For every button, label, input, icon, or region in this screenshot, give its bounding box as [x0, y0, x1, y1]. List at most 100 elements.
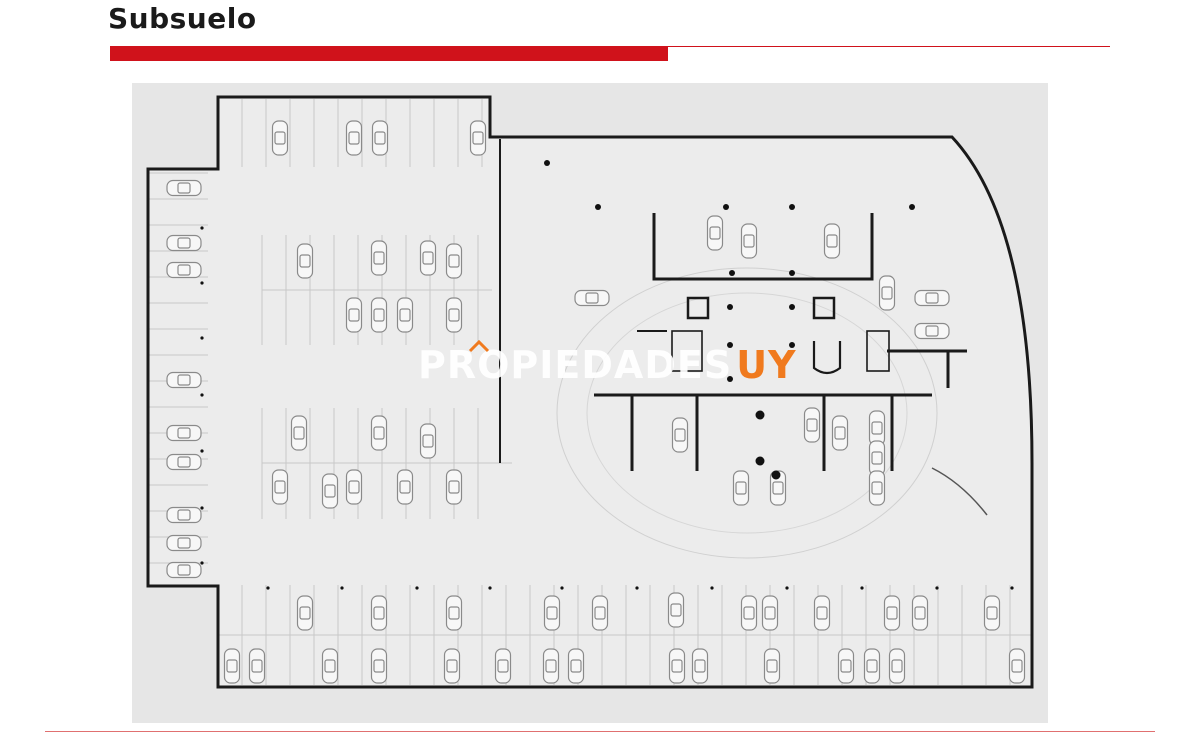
column: [710, 586, 714, 590]
column: [727, 342, 733, 348]
parked-car: [166, 424, 202, 442]
parked-car: [740, 223, 758, 259]
column: [727, 304, 733, 310]
title-underline-thin: [668, 46, 1110, 47]
ramp-outline-inner: [586, 292, 908, 534]
parked-car: [166, 561, 202, 579]
column: [200, 226, 204, 230]
parked-car: [271, 469, 289, 505]
parked-car: [290, 415, 308, 451]
column: [771, 470, 781, 480]
parked-car: [296, 243, 314, 279]
column: [560, 586, 564, 590]
page-title: Subsuelo: [108, 2, 257, 35]
column: [544, 160, 550, 166]
parked-car: [248, 648, 266, 684]
parked-car: [667, 592, 685, 628]
parked-car: [914, 322, 950, 340]
parked-car: [445, 595, 463, 631]
ramp-outline: [556, 267, 938, 559]
parked-car: [911, 595, 929, 631]
parked-car: [803, 407, 821, 443]
parked-car: [837, 648, 855, 684]
column: [488, 586, 492, 590]
column: [200, 393, 204, 397]
parked-car: [396, 297, 414, 333]
parked-car: [296, 595, 314, 631]
column: [200, 561, 204, 565]
parked-car: [419, 423, 437, 459]
structural-columns: [200, 160, 1014, 590]
parked-car: [763, 648, 781, 684]
parked-car: [574, 289, 610, 307]
parked-car: [543, 595, 561, 631]
parked-car: [740, 595, 758, 631]
parked-car: [321, 648, 339, 684]
parked-car: [761, 595, 779, 631]
column: [789, 342, 795, 348]
exterior-wall: [146, 95, 1034, 689]
parked-car: [878, 275, 896, 311]
parked-car: [321, 473, 339, 509]
parked-car: [831, 415, 849, 451]
title-underline-thick: [110, 46, 668, 61]
parked-car: [983, 595, 1001, 631]
parked-car: [868, 410, 886, 446]
parked-car: [567, 648, 585, 684]
column: [860, 586, 864, 590]
parked-car: [888, 648, 906, 684]
parked-car: [345, 120, 363, 156]
column: [789, 204, 795, 210]
parked-car: [732, 470, 750, 506]
column: [755, 456, 765, 466]
parked-car: [166, 534, 202, 552]
parked-car: [671, 417, 689, 453]
column: [200, 506, 204, 510]
column: [635, 586, 639, 590]
parked-car: [445, 297, 463, 333]
parked-car: [469, 120, 487, 156]
parked-car: [494, 648, 512, 684]
parked-car: [769, 470, 787, 506]
parked-car: [445, 469, 463, 505]
parked-car: [883, 595, 901, 631]
parked-car: [691, 648, 709, 684]
parked-car: [396, 469, 414, 505]
parked-car: [813, 595, 831, 631]
core-walls: [594, 213, 967, 471]
column: [755, 410, 765, 420]
parked-car: [370, 240, 388, 276]
column: [200, 281, 204, 285]
column: [785, 586, 789, 590]
parked-car: [371, 120, 389, 156]
parked-car: [166, 453, 202, 471]
parked-car: [868, 470, 886, 506]
column: [789, 304, 795, 310]
floor-plan: [132, 83, 1048, 723]
column: [595, 204, 601, 210]
parked-car: [706, 215, 724, 251]
parked-car: [445, 243, 463, 279]
parked-car: [166, 234, 202, 252]
parked-car: [419, 240, 437, 276]
column: [935, 586, 939, 590]
parked-car: [370, 648, 388, 684]
plan-floor-area: [148, 97, 1032, 687]
parked-car: [370, 415, 388, 451]
parked-car: [863, 648, 881, 684]
column: [1010, 586, 1014, 590]
parked-car: [370, 595, 388, 631]
parked-car: [668, 648, 686, 684]
parked-car: [166, 371, 202, 389]
parked-car: [166, 261, 202, 279]
parked-car: [542, 648, 560, 684]
column: [723, 204, 729, 210]
parked-cars: [166, 120, 1026, 684]
parked-car: [823, 223, 841, 259]
parked-car: [166, 506, 202, 524]
parked-car: [591, 595, 609, 631]
floor-plan-drawing: [146, 95, 1034, 689]
column: [340, 586, 344, 590]
ramp-curve-wall: [931, 467, 988, 516]
bottom-rule: [45, 731, 1155, 732]
